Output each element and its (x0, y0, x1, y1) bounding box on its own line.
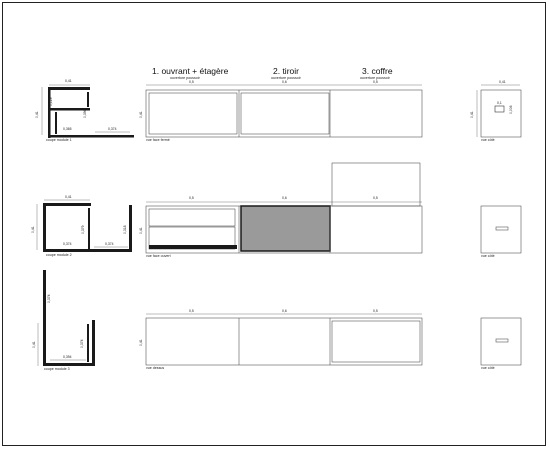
row2-dim-w1: 0,5 (189, 196, 194, 200)
row1-side (476, 84, 522, 138)
section-3-title: 3. coffre (362, 66, 393, 76)
row1-dim-w2: 0,6 (282, 80, 287, 84)
row3-elevation-label: vue dessus (146, 366, 165, 370)
row3-dim-w3: 0,5 (373, 309, 378, 313)
row2-section-dim-d: 0,374 (105, 242, 114, 246)
row1-side-dim-w: 0,41 (499, 80, 506, 84)
row1-section (41, 84, 134, 138)
row3-dim-h: 0,41 (139, 339, 143, 346)
row1-section-dim-d: 0,374 (108, 127, 117, 131)
row3-section-dim-a: 0,374 (80, 339, 84, 349)
row1-elevation (145, 84, 423, 138)
row1-elevation-outline (145, 89, 423, 138)
row1-side-dim-h: 0,41 (470, 111, 474, 118)
row2-elevation (145, 162, 423, 254)
row2-section-dim-w: 0,41 (65, 195, 72, 199)
row1-section-dim-b: 0,396 (83, 109, 87, 119)
row1-section-dim-c: 0,365 (63, 127, 72, 131)
row2-dim-w3: 0,5 (373, 196, 378, 200)
row2-section-dim-a: 0,379 (81, 225, 85, 235)
row3-side-label: vue côté (481, 366, 495, 370)
row2-side-label: vue côté (481, 254, 495, 258)
row3-dim-w2: 0,6 (282, 309, 287, 313)
row1-section-dim-a: 0,129 (49, 97, 53, 107)
row1-dim-w3: 0,5 (373, 80, 378, 84)
row2-section (36, 199, 132, 252)
row2-section-dim-h: 0,41 (31, 226, 35, 233)
row1-dim-w1: 0,5 (189, 80, 194, 84)
row1-drawer-front (240, 92, 330, 135)
row2-side (480, 205, 522, 254)
row1-section-label: coupe module 1 (46, 138, 72, 142)
row2-chest-open-lid (331, 162, 421, 207)
section-1-subtitle: ouverture poussoir (170, 76, 200, 80)
row2-dim-w2: 0,6 (282, 196, 287, 200)
row2-elevation-label: vue face ouvert (146, 254, 171, 258)
row1-side-label: vue côté (481, 138, 495, 142)
row3-elevation (145, 313, 423, 366)
row1-section-dim-h: 0,41 (35, 111, 39, 118)
row1-dim-h: 0,41 (139, 111, 143, 118)
row1-section-dim-w: 0,41 (65, 79, 72, 83)
row2-dim-h: 0,41 (139, 227, 143, 234)
row3-section-label: coupe module 3 (44, 367, 70, 371)
sheet-border (2, 2, 546, 446)
row3-side (480, 317, 522, 366)
section-3-subtitle: ouverture poussoir (360, 76, 390, 80)
section-2-title: 2. tiroir (273, 66, 299, 76)
row1-elevation-label: vue face fermé (146, 138, 170, 142)
row2-section-dim-c: 0,374 (63, 242, 72, 246)
row3-section (37, 270, 95, 366)
row1-side-dim-d2: 0,006 (509, 105, 513, 115)
row3-section-dim-h: 0,41 (32, 341, 36, 348)
section-2-subtitle: ouverture poussoir (271, 76, 301, 80)
row3-section-dim-b: 0,394 (63, 355, 72, 359)
row1-side-dim-d1: 0,1 (497, 101, 502, 105)
row3-dim-w1: 0,5 (189, 309, 194, 313)
row2-section-label: coupe module 2 (46, 253, 72, 257)
row1-door-panel (148, 92, 238, 135)
row2-section-dim-b: 0,318 (123, 225, 127, 235)
section-1-title: 1. ouvrant + étagère (152, 66, 229, 76)
row2-open-drawer (240, 205, 331, 252)
row3-section-dim-top: 0,374 (47, 294, 51, 304)
